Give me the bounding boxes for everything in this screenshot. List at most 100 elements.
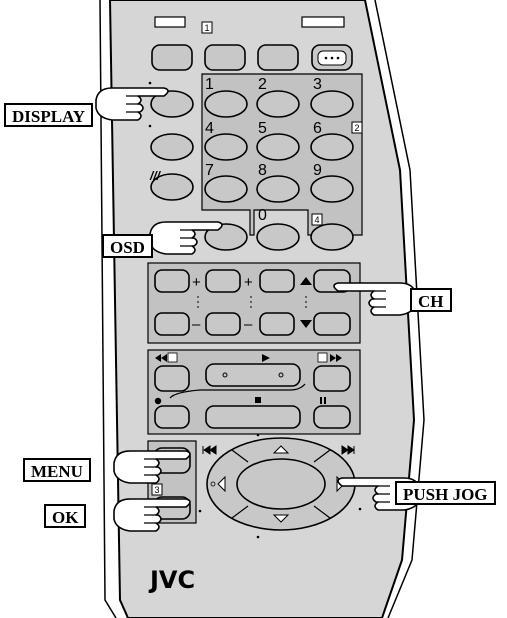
ch-button-b-up[interactable] (205, 269, 241, 293)
jog-down-arrow-icon (272, 514, 290, 523)
slash-symbol: /// (149, 169, 162, 183)
jog-divider (231, 505, 249, 519)
top-indicator-left (154, 16, 186, 28)
play-button-dot (222, 372, 228, 378)
ch-button-c-up[interactable] (259, 269, 295, 293)
number-button-6[interactable] (310, 133, 354, 161)
ok-callout: OK (44, 504, 87, 528)
ch-button-a-down[interactable] (154, 312, 190, 336)
push-jog-center[interactable] (236, 458, 326, 510)
dot (198, 509, 202, 513)
hand-icon-display (95, 87, 169, 121)
dot (148, 81, 152, 85)
top-button-3[interactable] (257, 44, 299, 71)
fast-forward-button[interactable] (313, 365, 351, 392)
number-button-7[interactable] (204, 175, 248, 203)
ch-button-a-up[interactable] (154, 269, 190, 293)
plus-sign-1: + (192, 274, 201, 291)
key-label-4: 4 (205, 120, 214, 137)
pause-button[interactable] (313, 405, 351, 429)
hand-icon-osd (149, 221, 223, 255)
key-label-5: 5 (258, 120, 267, 137)
section-marker-4: 4 (315, 215, 320, 225)
pause-icon-bar (320, 397, 322, 404)
fast-forward-icon (330, 354, 342, 362)
top-button-1[interactable] (151, 44, 193, 71)
key-label-8: 8 (258, 162, 267, 179)
section-marker-box (351, 121, 363, 134)
ch-up-arrow-icon (300, 277, 312, 285)
remote-outer-edge (99, 0, 117, 618)
play-icon (262, 354, 270, 362)
key-label-9: 9 (313, 162, 322, 179)
ch-button-b-down[interactable] (205, 312, 241, 336)
hand-icon-ok (113, 498, 191, 532)
display-button[interactable] (150, 90, 194, 118)
dot (148, 124, 152, 128)
record-icon (154, 397, 162, 405)
pause-icon-bar (324, 397, 326, 404)
ch-button-c-down[interactable] (259, 312, 295, 336)
dot (330, 56, 334, 60)
dot (210, 481, 216, 487)
dot (358, 507, 362, 511)
ch-down-button[interactable] (313, 312, 351, 336)
remote-outer-edge-right (374, 0, 425, 618)
jog-divider (313, 449, 331, 463)
key-label-6: 6 (313, 120, 322, 137)
skip-forward-icon (341, 445, 355, 455)
jog-divider (313, 505, 331, 519)
section-marker-box (311, 213, 323, 226)
number-button-4[interactable] (204, 133, 248, 161)
section-marker-box (151, 483, 163, 496)
key-label-7: 7 (205, 162, 214, 179)
dot (256, 433, 260, 437)
menu-callout: MENU (23, 458, 91, 482)
number-button-1[interactable] (204, 90, 248, 118)
number-button-2[interactable] (256, 90, 300, 118)
number-button-8[interactable] (256, 175, 300, 203)
section-marker-2: 2 (355, 123, 360, 133)
rewind-icon (155, 354, 167, 362)
section-marker-3: 3 (155, 485, 160, 495)
plus-sign-2: + (244, 274, 253, 291)
push-jog-callout: PUSH JOG (395, 481, 496, 505)
right-button-row-4[interactable] (310, 223, 354, 251)
minus-sign-2: – (244, 316, 253, 333)
left-button-2[interactable] (150, 133, 194, 161)
ch-callout: CH (410, 288, 452, 312)
hand-icon-menu (113, 450, 191, 484)
key-label-1: 1 (205, 76, 214, 93)
jog-divider (231, 449, 249, 463)
left-button-3[interactable] (150, 173, 194, 201)
dot (256, 535, 260, 539)
brand-logo: JVC (148, 566, 195, 594)
key-label-0: 0 (258, 207, 267, 224)
jog-up-arrow-icon (272, 445, 290, 454)
stop-button[interactable] (205, 405, 301, 429)
hand-icon-ch (333, 282, 417, 316)
skip-back-icon (202, 445, 217, 455)
section-marker-box (201, 21, 213, 34)
rewind-button[interactable] (154, 365, 190, 392)
ch-down-arrow-icon (300, 320, 312, 328)
top-button-2[interactable] (204, 44, 246, 71)
dot (324, 56, 328, 60)
stop-icon (255, 397, 261, 403)
key-label-2: 2 (258, 76, 267, 93)
play-button-dot (278, 372, 284, 378)
number-button-9[interactable] (310, 175, 354, 203)
number-button-5[interactable] (256, 133, 300, 161)
number-button-3[interactable] (310, 90, 354, 118)
minus-sign-1: – (192, 316, 201, 333)
display-callout: DISPLAY (4, 103, 94, 127)
osd-callout: OSD (102, 234, 153, 258)
record-button[interactable] (154, 405, 190, 429)
dot (336, 56, 340, 60)
key-label-3: 3 (313, 76, 322, 93)
section-marker-1: 1 (205, 23, 210, 33)
number-button-0[interactable] (256, 223, 300, 251)
play-button[interactable] (205, 363, 301, 387)
ffwd-icon-box (317, 352, 328, 363)
